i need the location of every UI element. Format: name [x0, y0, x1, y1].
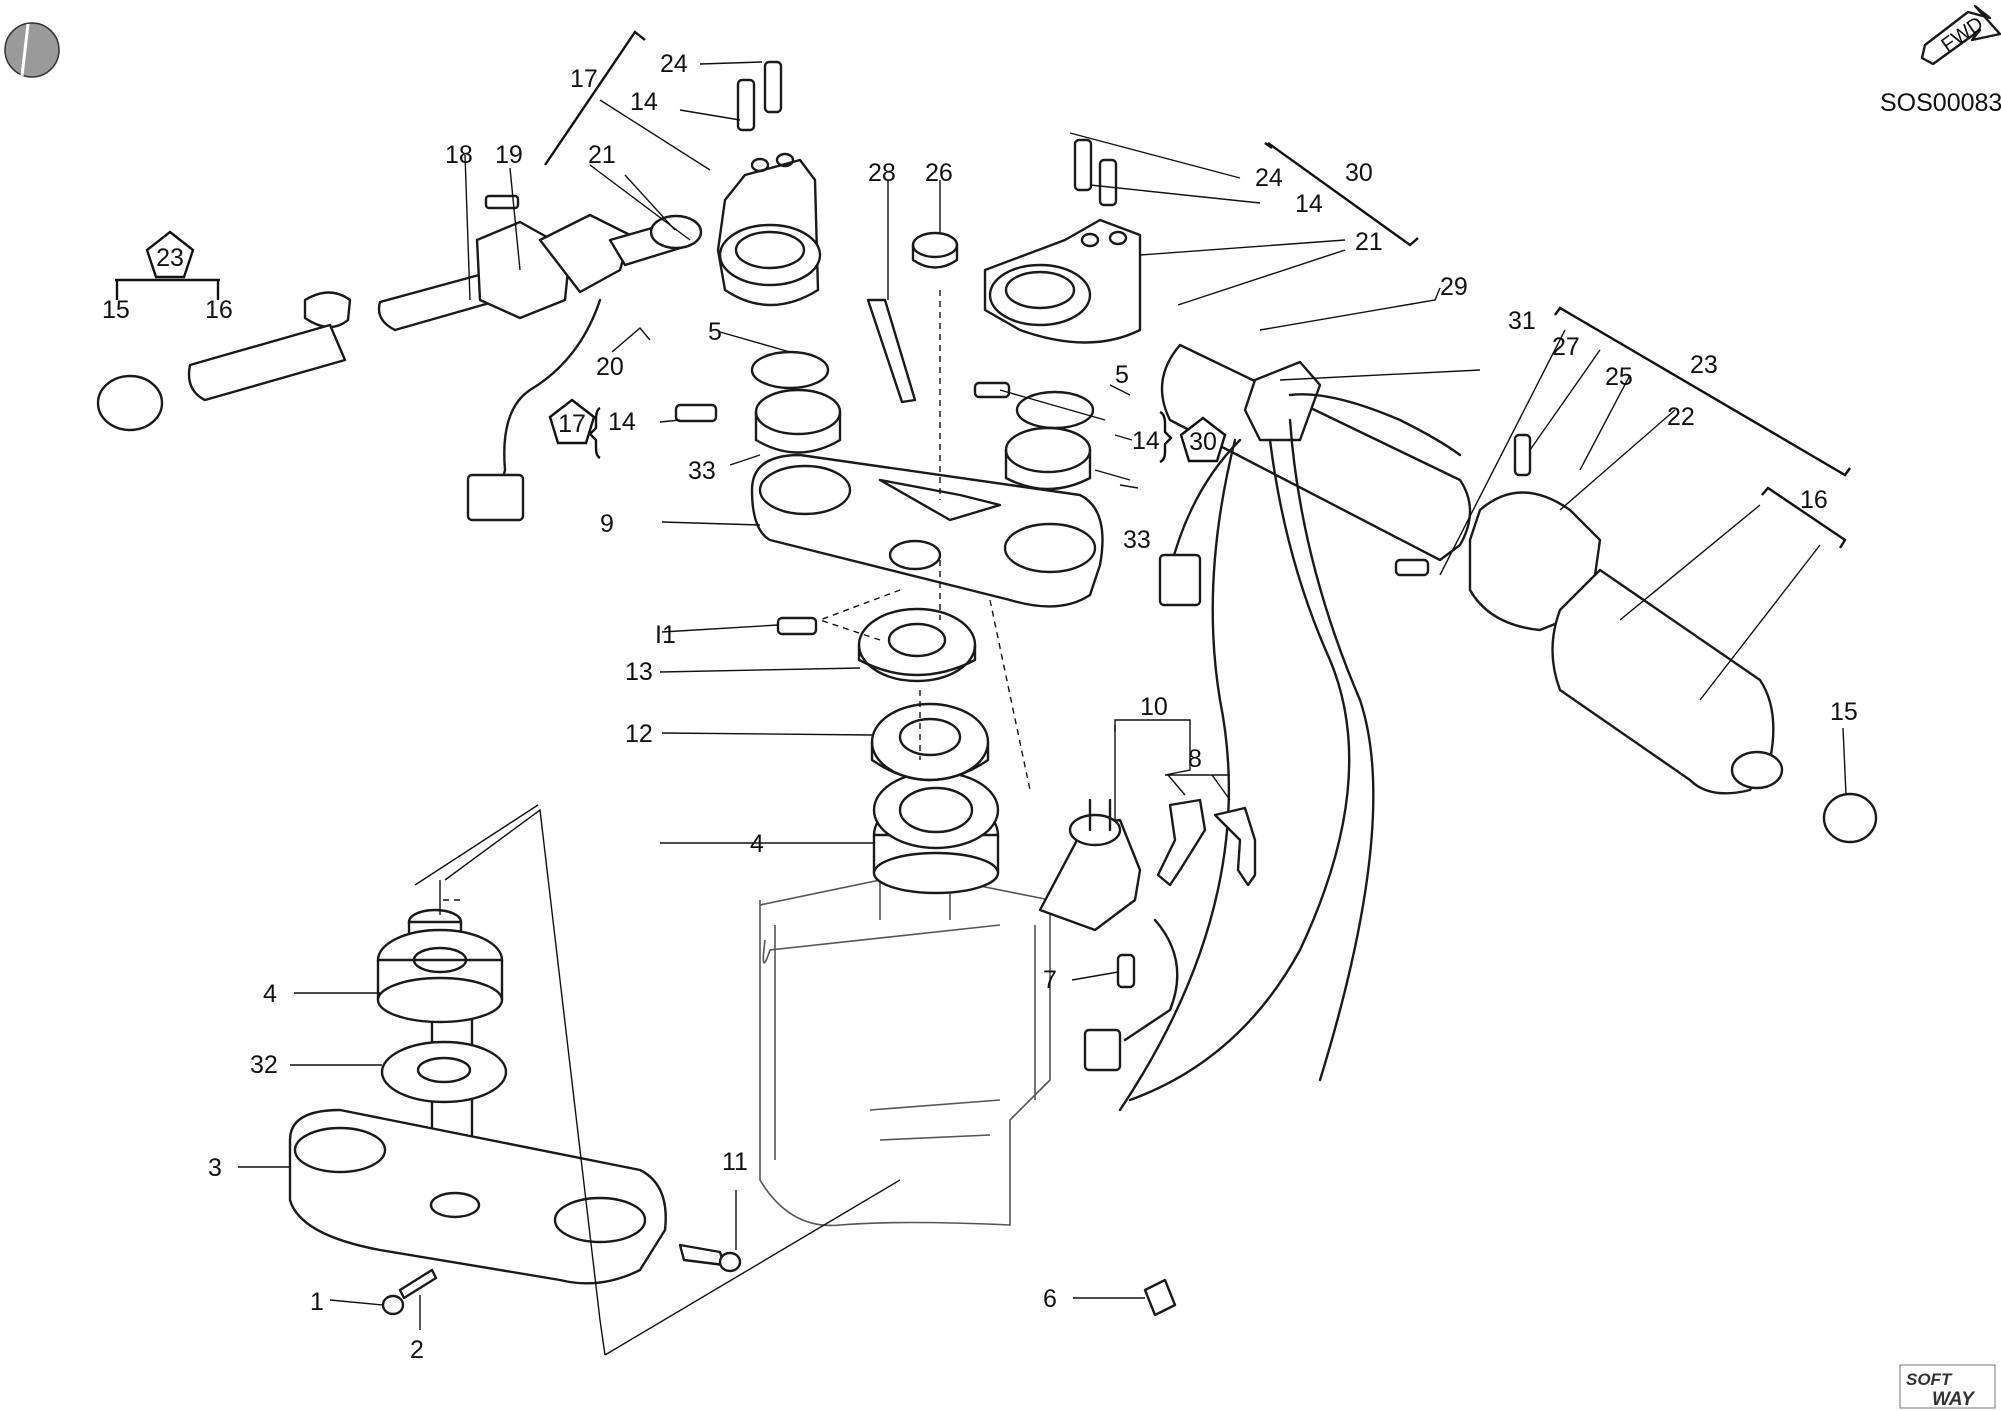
assembly-bracket-right [604, 1179, 901, 1356]
label-16-left: 16 [205, 296, 233, 324]
label-14-mid-right: 14 [1132, 427, 1160, 455]
bolt-28 [866, 298, 917, 404]
kit-badge-17-label: 17 [558, 410, 586, 438]
label-24-left: 24 [660, 50, 688, 78]
leader-lines [238, 61, 1847, 1330]
label-21-left: 21 [588, 141, 616, 169]
label-19: 19 [495, 141, 523, 169]
label-11: 11 [722, 1148, 748, 1176]
label-6: 6 [1043, 1285, 1057, 1313]
label-33-left: 33 [688, 457, 716, 485]
ignition-switch-10 [1038, 798, 1179, 1072]
bearing-4-lower [376, 928, 504, 1024]
label-32: 32 [250, 1051, 278, 1079]
right-handlebar-group [1118, 343, 1878, 1112]
pin-2 [398, 1268, 438, 1300]
frame-outline [759, 870, 1051, 1227]
label-12: 12 [625, 720, 653, 748]
assembly-bracket-left [444, 808, 606, 1356]
label-I1: I1 [655, 621, 676, 649]
label-13: 13 [625, 658, 653, 686]
label-8: 8 [1188, 745, 1202, 773]
ring-nut-13 [857, 607, 977, 683]
label-27: 27 [1552, 333, 1580, 361]
label-5-left: 5 [708, 318, 722, 346]
label-4-bottom: 4 [263, 980, 277, 1008]
label-28: 28 [868, 159, 896, 187]
label-2: 2 [410, 1336, 424, 1364]
logo-line2: WAY [1932, 1389, 1976, 1410]
left-handlebar-group [96, 213, 703, 522]
kit-badge-17: 17 [548, 398, 601, 460]
part-labels: 24 17 14 18 19 21 28 26 30 24 14 21 29 3… [102, 50, 1858, 1364]
label-23-right: 23 [1690, 351, 1718, 379]
screws [484, 60, 1532, 989]
ring-5-right [1004, 390, 1095, 491]
fwd-arrow-icon: FWD [1920, 4, 2001, 66]
label-14-top-left: 14 [630, 88, 658, 116]
label-31: 31 [1508, 307, 1536, 335]
upper-triple-clamp-9 [750, 453, 1104, 608]
washer-32 [380, 1040, 508, 1104]
label-33-right: 33 [1123, 526, 1151, 554]
clip-on-left-17 [716, 152, 822, 307]
label-25: 25 [1605, 363, 1633, 391]
label-1: 1 [310, 1288, 324, 1316]
label-14-top-right: 14 [1295, 190, 1323, 218]
label-3: 3 [208, 1154, 222, 1182]
label-15-left: 15 [102, 296, 130, 324]
label-17: 17 [570, 65, 598, 93]
corner-disc-icon [4, 22, 60, 78]
kit-badge-23: 23 [145, 230, 195, 279]
kit-badge-30-label: 30 [1189, 428, 1217, 456]
nut-1 [381, 1294, 405, 1316]
label-10: 10 [1140, 693, 1168, 721]
label-16-right: 16 [1800, 486, 1828, 514]
ring-5-left [750, 350, 842, 454]
clip-on-right-30 [983, 218, 1142, 344]
kit-brackets [115, 30, 1851, 549]
label-20: 20 [596, 353, 624, 381]
kit-badge-30: 30 [1159, 410, 1227, 464]
label-24-right: 24 [1255, 164, 1283, 192]
keys-8 [1156, 798, 1257, 887]
assembly-lines [440, 290, 1031, 901]
label-15-right: 15 [1830, 698, 1858, 726]
label-30: 30 [1345, 159, 1373, 187]
label-7: 7 [1043, 966, 1057, 994]
softway-logo: SOFT WAY [1899, 1364, 1996, 1410]
label-5-right: 5 [1115, 361, 1129, 389]
lower-bearing-4 [872, 770, 1000, 895]
label-26: 26 [925, 159, 953, 187]
spring-6 [1143, 1278, 1177, 1317]
plug-26 [911, 231, 959, 269]
drawing-code: SOS00083 [1880, 89, 2001, 117]
label-29: 29 [1440, 273, 1468, 301]
assembly-bracket-top [414, 804, 539, 886]
lower-triple-clamp-3 [288, 1108, 667, 1285]
label-4-top: 4 [750, 830, 764, 858]
label-18: 18 [445, 141, 473, 169]
logo-line1: SOFT [1906, 1370, 1953, 1389]
label-22: 22 [1667, 403, 1695, 431]
kit-badge-23-label: 23 [156, 244, 184, 272]
label-14-mid-left: 14 [608, 408, 636, 436]
washer-12 [870, 702, 990, 782]
bolt-11 [678, 1243, 742, 1273]
label-9: 9 [600, 510, 614, 538]
label-21-right: 21 [1355, 228, 1383, 256]
